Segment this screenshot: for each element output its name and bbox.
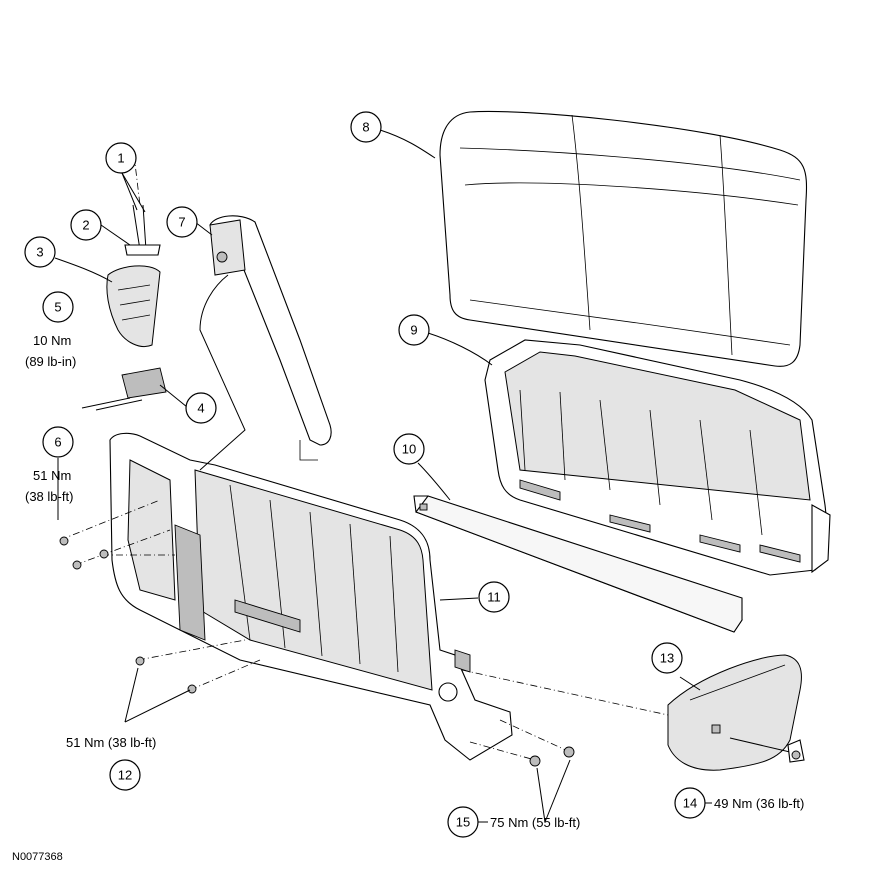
callout-8-number: 8 [362,120,369,135]
leader-lines [54,129,712,823]
callout-15-number: 15 [456,815,470,830]
seat-belt-assembly [199,215,332,471]
callout-1: 1 [105,142,137,174]
callout-13: 13 [651,642,683,674]
torque-5-metric: 10 Nm [33,333,71,348]
callout-1-number: 1 [117,151,124,166]
torque-6-metric: 51 Nm [33,468,71,483]
callout-13-number: 13 [660,651,674,666]
callout-9-number: 9 [410,323,417,338]
callout-11-number: 11 [487,590,501,605]
callout-10-number: 10 [402,442,416,457]
callout-5-number: 5 [54,300,61,315]
callout-6-number: 6 [54,435,61,450]
torque-15: 75 Nm (55 lb-ft) [490,815,580,830]
callout-12-number: 12 [118,768,132,783]
callout-14: 14 [674,787,706,819]
callout-15: 15 [447,806,479,838]
armrest-end-cover [667,654,805,771]
callout-6: 6 [42,426,74,458]
callout-2-number: 2 [82,218,89,233]
headrest-guide-parts [81,204,167,411]
callout-3-number: 3 [36,245,43,260]
callout-9: 9 [398,314,430,346]
torque-12: 51 Nm (38 lb-ft) [66,735,156,750]
callout-14-number: 14 [683,796,697,811]
torque-6-imperial: (38 lb-ft) [25,489,73,504]
callout-7-number: 7 [178,215,185,230]
callout-8: 8 [350,111,382,143]
callout-4: 4 [185,392,217,424]
seat-back-panel [413,495,743,633]
torque-5-imperial: (89 lb-in) [25,354,76,369]
callout-10: 10 [393,433,425,465]
callout-5: 5 [42,291,74,323]
callout-7: 7 [166,206,198,238]
seat-back-frame [484,339,831,576]
seat-cushion-frame [109,432,513,761]
figure-id: N0077368 [12,851,63,863]
torque-14: 49 Nm (36 lb-ft) [714,796,804,811]
callout-11: 11 [478,581,510,613]
fasteners [59,154,801,767]
callout-12: 12 [109,759,141,791]
seat-back-cushion [439,110,808,367]
callout-2: 2 [70,209,102,241]
callout-4-number: 4 [197,401,204,416]
callout-3: 3 [24,236,56,268]
